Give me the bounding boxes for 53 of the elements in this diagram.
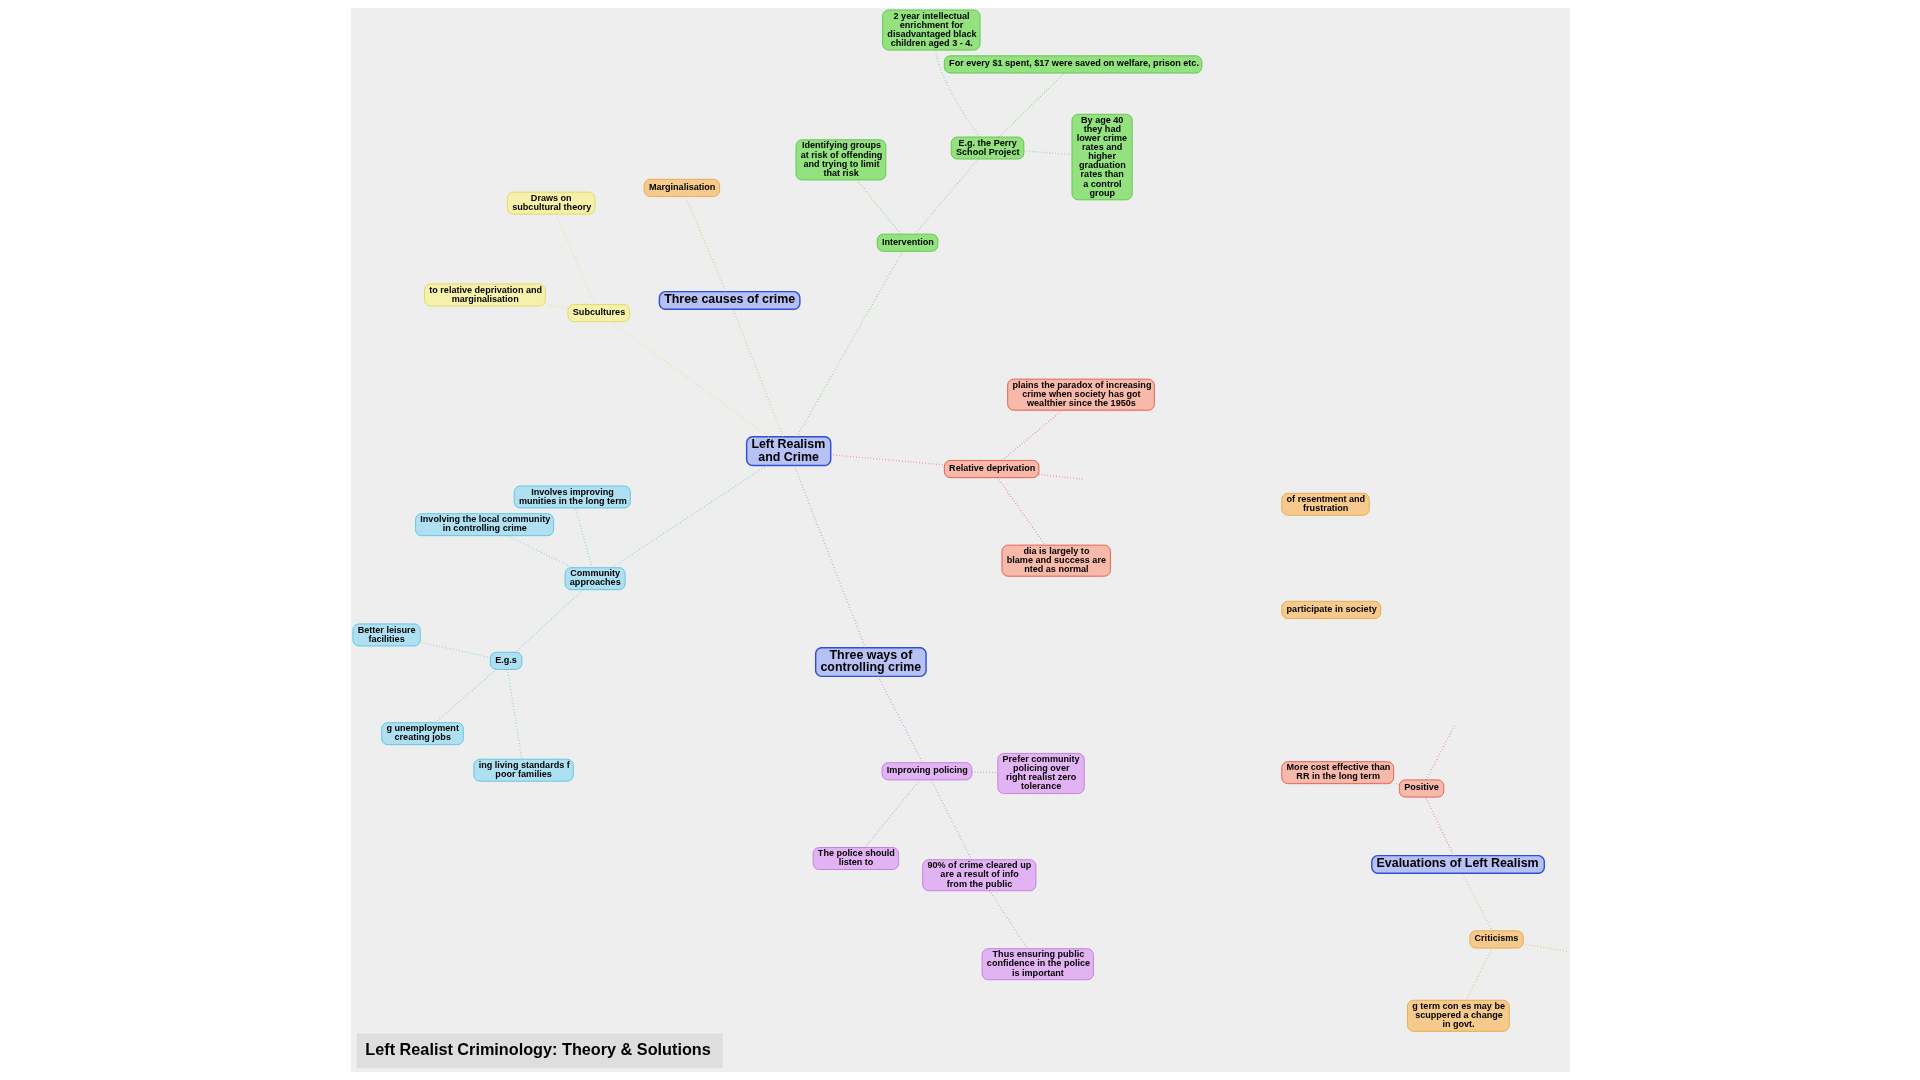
- node-box: Better leisure facilities: [351, 623, 421, 647]
- connector: [1464, 947, 1493, 1001]
- node-box: Identifying groups at risk of offending and trying to limit that risk: [795, 139, 886, 181]
- node-box: ing living standards f poor families: [472, 758, 574, 782]
- connector: [684, 195, 726, 293]
- node-box: Three ways of controlling crime: [814, 647, 927, 678]
- node-box: Left Realism and Crime: [745, 436, 831, 467]
- node-box: Intervention: [876, 233, 938, 252]
- connector: [930, 779, 972, 861]
- node-box: Prefer community policing over right realist zero tolerance: [996, 752, 1085, 795]
- node-box: Marginalisation: [643, 178, 720, 197]
- connector: [1461, 872, 1493, 932]
- node-box: The police should listen to: [812, 847, 899, 870]
- connector: [997, 72, 1065, 138]
- node-box: dia is largely to blame and success are nted as normal: [1000, 544, 1111, 577]
- connector: [913, 158, 979, 235]
- node-box: of resentment and frustration: [1280, 492, 1370, 516]
- node-box: participate in society: [1280, 600, 1381, 619]
- node-box: Community approaches: [564, 567, 626, 591]
- node-box: Relative deprivation: [943, 459, 1039, 479]
- node-box: Positive: [1398, 779, 1444, 798]
- connector: [1424, 796, 1454, 857]
- node-box: Subcultures: [567, 303, 630, 323]
- node-box: Improving policing: [881, 762, 972, 781]
- node-box: g term con es may be scuppered a change in govt.: [1406, 999, 1510, 1032]
- diagram-title: Left Realist Criminology: Theory & Solutions: [364, 1039, 711, 1058]
- connector: [988, 890, 1028, 950]
- node-box: Involving the local community in controlling crime: [414, 513, 554, 537]
- connector: [1522, 943, 1568, 953]
- node-box: By age 40 they had lower crime rates and higher graduation rates than a control group: [1071, 113, 1133, 201]
- connector: [506, 535, 573, 569]
- node-box: Involves improving munities in the long term: [513, 485, 631, 509]
- node-box: plains the paradox of increasing crime when society has got wealthier since the 1950s: [1006, 378, 1155, 411]
- node-box: g unemployment creating jobs: [380, 722, 464, 746]
- connector: [554, 213, 596, 306]
- connector: [610, 464, 768, 569]
- node-box: Evaluations of Left Realism: [1370, 854, 1545, 875]
- node-box: 90% of crime cleared up are a result of info from the public: [921, 859, 1036, 892]
- node-box: 2 year intellectual enrichment for disadvantaged black children aged 3 - 4.: [881, 9, 981, 51]
- node-box: to relative deprivation and marginalisation: [423, 283, 546, 307]
- node-box: E.g. the Perry School Project: [950, 136, 1024, 160]
- node-box: More cost effective than RR in the long term: [1280, 761, 1394, 785]
- connector: [1000, 409, 1063, 462]
- node-box: E.g.s: [489, 651, 522, 670]
- node-box: Criticisms: [1468, 930, 1524, 949]
- connector: [855, 179, 901, 235]
- node-box: Three causes of crime: [658, 290, 801, 311]
- node-box: For every $1 spent, $17 were saved on welfare, prison etc.: [943, 55, 1202, 74]
- connector: [514, 589, 584, 653]
- connector: [574, 507, 593, 569]
- node-box: Thus ensuring public confidence in the police is important: [981, 948, 1094, 981]
- node-box: Draws on subcultural theory: [506, 191, 595, 215]
- connector: [933, 49, 980, 138]
